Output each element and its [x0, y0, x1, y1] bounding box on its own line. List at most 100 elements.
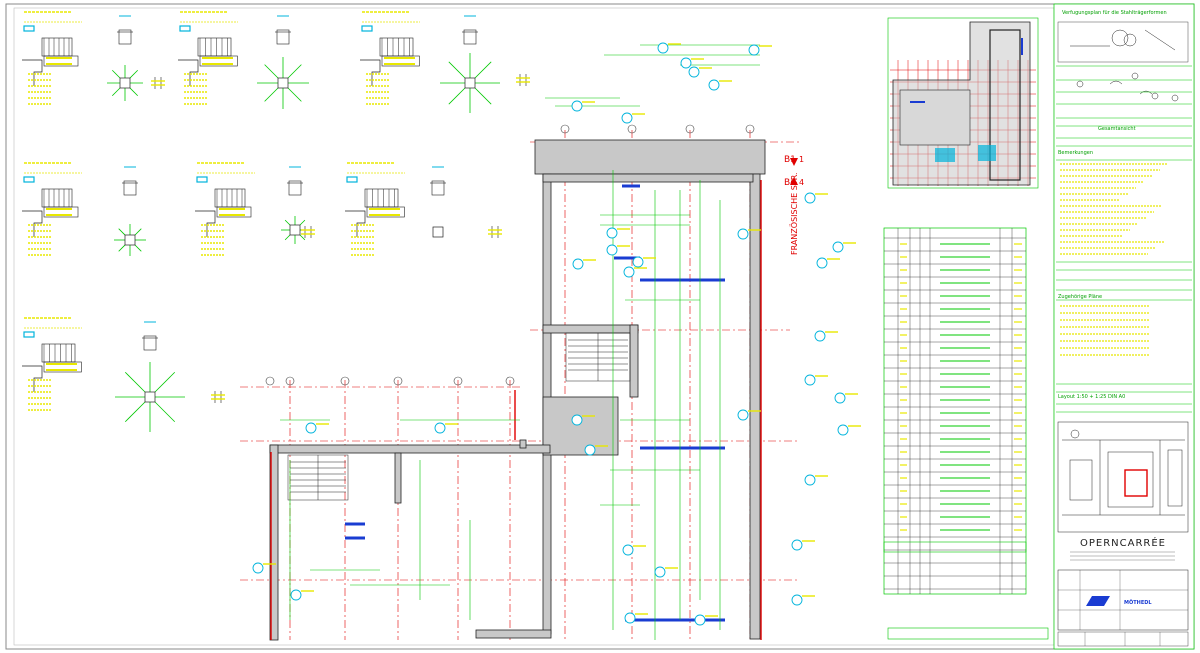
revision-box: [1057, 569, 1189, 631]
beam-tag-circle: [621, 112, 633, 124]
beam-tag-circle: [632, 256, 644, 268]
connection-detail: [360, 11, 500, 113]
detail-wall-profile: [22, 59, 43, 86]
key-plan-thumbnail: [887, 17, 1039, 189]
connection-detail: [22, 11, 143, 105]
detail-connector: [488, 226, 502, 238]
project-title: OPERNCARRÉE: [1080, 536, 1166, 549]
grid-axis-markers: [265, 124, 755, 386]
beam-tag-circle: [624, 612, 636, 624]
layout-header: Layout 1:50 + 1:25 DIN A0: [1058, 394, 1125, 400]
detail-column: [123, 180, 137, 196]
main-floor-plan: B1 1 B4 4 FRANZÖSISCHE STR.: [240, 42, 861, 641]
beam-tag-circle: [606, 244, 618, 256]
staircase-upper: [565, 332, 631, 382]
connection-detail: [178, 11, 309, 109]
beam-tags: [252, 42, 861, 626]
detail-column: [118, 29, 132, 45]
detail-tag-box: [23, 176, 35, 183]
detail-plate: [43, 361, 82, 373]
steel-beams: [345, 184, 725, 622]
detail-section: [214, 188, 246, 208]
detail-wall-profile: [360, 59, 381, 86]
detail-section: [41, 188, 73, 208]
detail-section: [41, 37, 73, 57]
detail-wall-profile: [178, 59, 199, 86]
beam-tag-circle: [571, 414, 583, 426]
detail-section: [364, 188, 399, 208]
street-label: FRANZÖSISCHE STR.: [789, 172, 799, 255]
axis-label-b4: B4: [784, 178, 796, 188]
beam-tag-circle: [791, 594, 803, 606]
detail-connector: [211, 391, 225, 403]
detail-column: [143, 335, 157, 351]
detail-plate: [199, 55, 238, 67]
detail-wall-profile: [22, 210, 43, 237]
detail-column: [431, 180, 445, 196]
title-block: Verfugungsplan für die Stahlträgerformen…: [1053, 3, 1195, 650]
detail-tag-box: [361, 25, 373, 32]
beam-tag-circle: [623, 266, 635, 278]
legend-header: Verfugungsplan für die Stahlträgerformen: [1062, 10, 1167, 16]
detail-column: [276, 29, 290, 45]
detail-plate: [366, 206, 405, 218]
axis-label-4: 4: [799, 178, 804, 187]
detail-tag-box: [23, 331, 35, 338]
detail-tag-box: [179, 25, 191, 32]
detail-plate: [43, 206, 79, 218]
beam-tag-circle: [680, 57, 692, 69]
site-plan-highlight: [1124, 469, 1148, 497]
detail-star-hub: [289, 224, 301, 236]
facade-edges: [270, 180, 762, 640]
note-strip: [887, 627, 1049, 640]
detail-wall-profile: [22, 365, 43, 392]
company-logo: [1086, 596, 1110, 606]
beam-tag-circle: [290, 589, 302, 601]
company-name: MÖTHEDL: [1124, 599, 1152, 606]
axis-label-1: 1: [799, 155, 804, 164]
beam-tag-circle: [804, 374, 816, 386]
detail-section: [197, 37, 232, 57]
detail-tag-box: [196, 176, 208, 183]
beam-tag-circle: [804, 192, 816, 204]
structural-walls: [269, 139, 766, 641]
section-arrow-b1: [790, 158, 798, 166]
section-arrow-b4: [790, 177, 798, 185]
plan-grid-lines: [240, 130, 800, 640]
detail-connector: [151, 77, 165, 89]
annotation-leaders: [280, 44, 760, 640]
detail-star-hub: [144, 391, 156, 403]
beam-tag-circle: [584, 444, 596, 456]
beam-schedule-table: [883, 227, 1027, 595]
detail-star-hub: [124, 234, 136, 246]
beam-tag-circle: [791, 539, 803, 551]
detail-star-hub: [119, 77, 131, 89]
detail-tag-box: [346, 176, 358, 183]
detail-column: [288, 180, 302, 196]
connection-detail: [22, 317, 185, 432]
site-plan: [1057, 421, 1189, 533]
beam-tag-circle: [837, 424, 849, 436]
title-strip: [1057, 631, 1189, 647]
detail-section: [379, 37, 414, 57]
beam-tag-circle: [622, 544, 634, 556]
beam-tag-circle: [657, 42, 669, 54]
beam-tag-circle: [814, 330, 826, 342]
connection-detail: [345, 162, 446, 256]
beam-tag-circle: [748, 44, 760, 56]
connection-detail: [22, 162, 146, 256]
beam-tag-circle: [834, 392, 846, 404]
site-plan-streets: [1062, 429, 1185, 516]
detail-wall-profile: [195, 210, 216, 237]
beam-tag-circle: [694, 614, 706, 626]
details-header: Zugehörige Pläne: [1058, 294, 1102, 300]
connection-details-group: [22, 11, 530, 432]
detail-connector: [301, 226, 315, 238]
beam-tag-circle: [832, 241, 844, 253]
beam-tag-circle: [571, 100, 583, 112]
beam-tag-circle: [804, 474, 816, 486]
detail-column: [463, 29, 477, 45]
beam-tag-circle: [737, 409, 749, 421]
connection-detail: [195, 162, 309, 256]
